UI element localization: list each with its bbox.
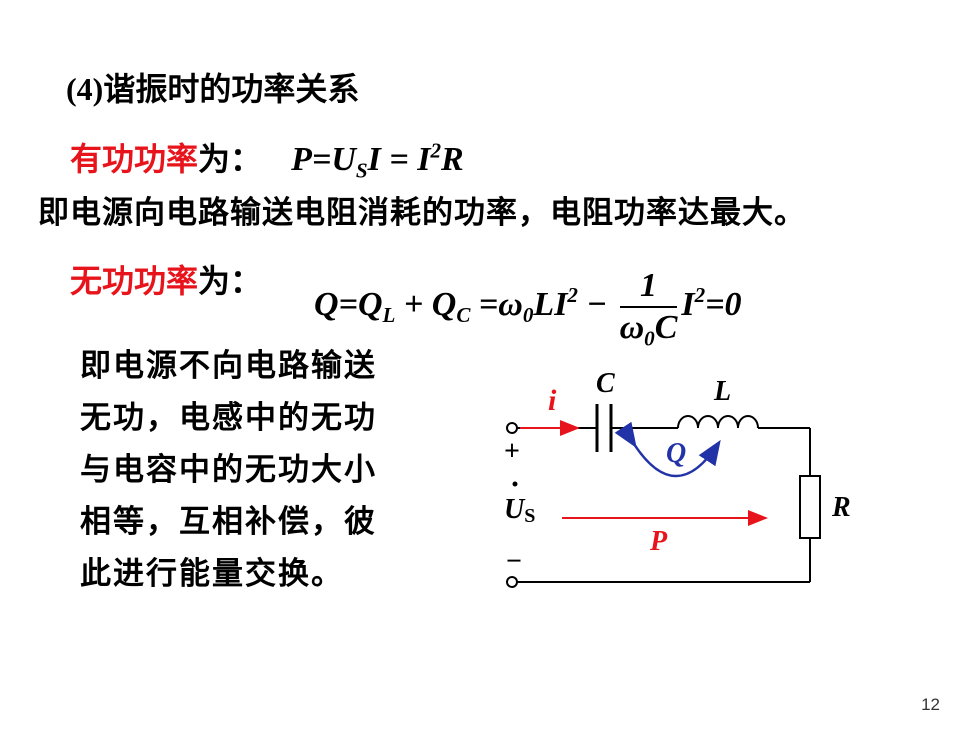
capacitor-symbol <box>595 404 613 452</box>
active-power-suffix: 为： <box>198 140 263 178</box>
capacitor-label: C <box>596 368 615 399</box>
bottom-terminal <box>506 576 518 588</box>
body-line: 此进行能量交换。 <box>80 556 344 592</box>
inductor-label: L <box>713 376 731 407</box>
active-power-line: 有功功率为： P=USI = I2R <box>70 134 464 183</box>
resistor-label: R <box>831 492 851 523</box>
body-line: 与电容中的无功大小 <box>80 452 377 488</box>
section-heading: (4)谐振时的功率关系 <box>66 64 359 110</box>
top-terminal <box>506 422 518 434</box>
inductor-symbol <box>677 415 759 429</box>
current-label: i <box>548 384 557 417</box>
body-line: 相等，互相补偿，彼 <box>80 504 377 540</box>
reactive-label: Q <box>666 438 686 469</box>
minus-label: − <box>506 546 522 577</box>
resistor-symbol <box>799 475 821 539</box>
phasor-dot <box>512 481 518 487</box>
reactive-power-label: 无功功率 <box>70 262 199 300</box>
active-power-formula: P=USI = I2R <box>291 138 464 183</box>
body-line: 即电源不向电路输送 <box>80 348 377 384</box>
body-line: 无功，电感中的无功 <box>80 400 377 436</box>
power-label: P <box>649 526 668 557</box>
active-power-description: 即电源向电路输送电阻消耗的功率，电阻功率达最大。 <box>38 195 806 231</box>
plus-label: + <box>504 436 520 467</box>
reactive-exchange-arrow <box>614 421 721 478</box>
source-label: US <box>504 494 535 527</box>
series-rlc-circuit: i C L Q + US − R P <box>504 368 851 588</box>
heading-number: (4) <box>66 71 104 107</box>
reactive-power-suffix: 为： <box>198 262 263 300</box>
reactive-power-line: 无功功率为： <box>70 256 262 302</box>
heading-text: 谐振时的功率关系 <box>103 70 360 108</box>
active-power-label: 有功功率 <box>70 140 199 178</box>
page-number: 12 <box>921 695 940 714</box>
